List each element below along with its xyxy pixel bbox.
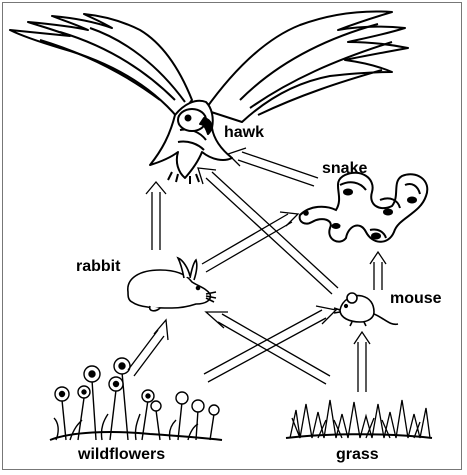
label-rabbit: rabbit [76, 258, 120, 276]
arrow-wildflowers-to-rabbit [128, 320, 168, 376]
rabbit-illustration [128, 258, 216, 311]
arrow-rabbit-to-hawk [146, 182, 166, 250]
label-grass: grass [336, 446, 379, 464]
hawk-illustration [10, 12, 408, 184]
arrow-rabbit-to-snake [202, 212, 298, 272]
mouse-illustration [334, 293, 398, 326]
arrow-mouse-to-hawk [198, 168, 338, 294]
arrow-grass-to-mouse [354, 332, 370, 392]
arrow-wildflowers-to-mouse [204, 306, 336, 382]
label-snake: snake [322, 160, 367, 178]
grass-illustration [286, 400, 432, 438]
label-wildflowers: wildflowers [78, 446, 165, 464]
label-mouse: mouse [390, 290, 442, 308]
arrow-mouse-to-snake [370, 252, 386, 290]
label-hawk: hawk [224, 124, 264, 142]
wildflowers-illustration [50, 358, 222, 440]
snake-illustration [300, 173, 428, 242]
arrow-snake-to-hawk [228, 148, 318, 186]
